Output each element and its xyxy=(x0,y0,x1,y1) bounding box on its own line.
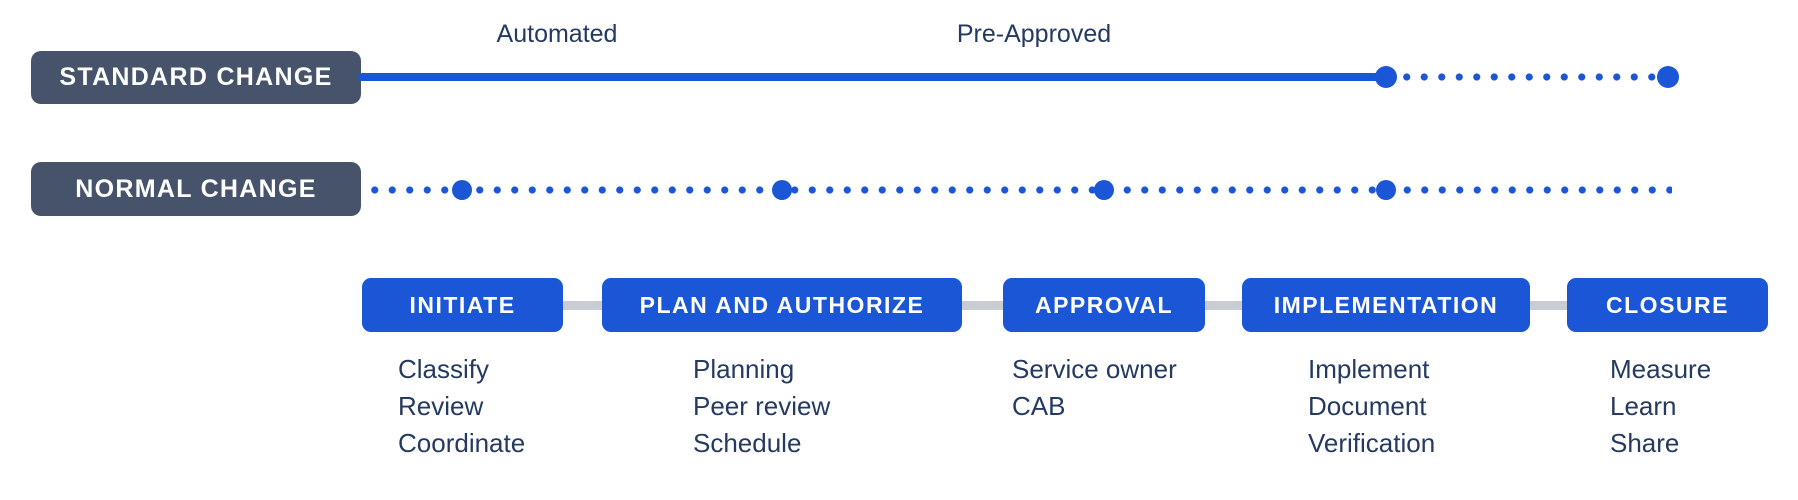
standard-change-dotted-line xyxy=(1398,71,1660,83)
list-item: Planning xyxy=(693,354,795,384)
normal-change-dotted-line xyxy=(366,184,1672,196)
list-item: Review xyxy=(398,391,484,421)
phase-list-closure: Measure Learn Share xyxy=(1610,351,1711,462)
list-item: Document xyxy=(1308,391,1427,421)
list-item: Peer review xyxy=(693,391,831,421)
list-item: Share xyxy=(1610,428,1680,458)
milestone-dot-plan-normal xyxy=(772,180,792,200)
list-item: Coordinate xyxy=(398,428,526,458)
milestone-dot-implementation-standard xyxy=(1375,66,1397,88)
milestone-dot-implementation-normal xyxy=(1376,180,1396,200)
phase-list-plan-and-authorize: Planning Peer review Schedule xyxy=(693,351,830,462)
list-item: Implement xyxy=(1308,354,1430,384)
list-item: Service owner xyxy=(1012,354,1177,384)
list-item: Classify xyxy=(398,354,490,384)
list-item: Measure xyxy=(1610,354,1712,384)
phase-list-initiate: Classify Review Coordinate xyxy=(398,351,525,462)
standard-change-lane-label: STANDARD CHANGE xyxy=(31,51,361,104)
standard-change-solid-line xyxy=(358,73,1388,81)
milestone-dot-initiate-normal xyxy=(452,180,472,200)
list-item: CAB xyxy=(1012,391,1066,421)
annotation-automated: Automated xyxy=(496,20,618,48)
phase-list-approval: Service owner CAB xyxy=(1012,351,1177,425)
annotation-pre-approved: Pre-Approved xyxy=(956,20,1112,48)
phase-box-initiate: INITIATE xyxy=(362,278,563,332)
list-item: Verification xyxy=(1308,428,1436,458)
normal-change-lane-label: NORMAL CHANGE xyxy=(31,162,361,216)
phase-box-plan-and-authorize: PLAN AND AUTHORIZE xyxy=(602,278,962,332)
list-item: Learn xyxy=(1610,391,1677,421)
phase-box-implementation: IMPLEMENTATION xyxy=(1242,278,1530,332)
phase-box-closure: CLOSURE xyxy=(1567,278,1768,332)
phase-box-approval: APPROVAL xyxy=(1003,278,1205,332)
milestone-dot-closure-standard xyxy=(1657,66,1679,88)
phase-list-implementation: Implement Document Verification xyxy=(1308,351,1435,462)
milestone-dot-approval-normal xyxy=(1094,180,1114,200)
list-item: Schedule xyxy=(693,428,802,458)
